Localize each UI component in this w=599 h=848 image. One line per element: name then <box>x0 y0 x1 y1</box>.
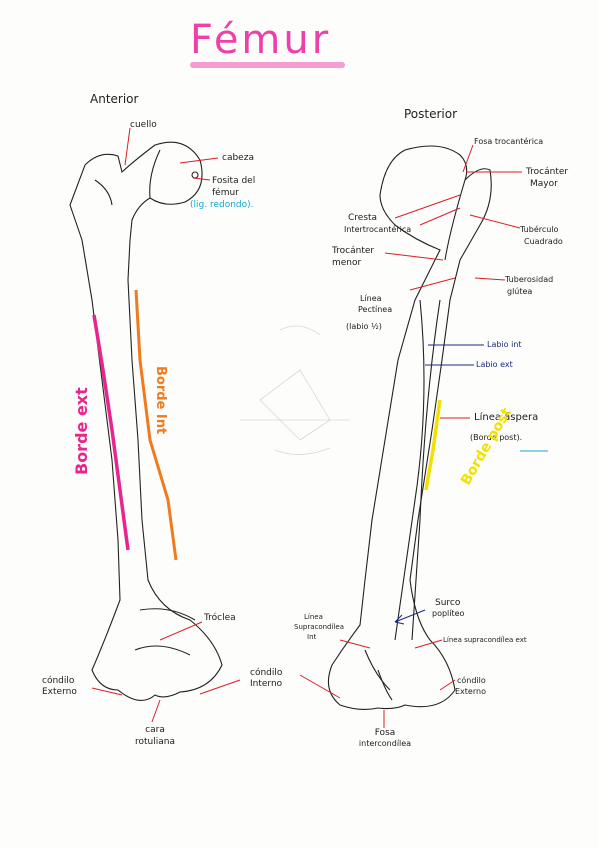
anterior-femur <box>69 141 223 701</box>
label-tuberosidad-1: Tuberosidad <box>505 275 554 284</box>
label-tuberculo-1: Tubérculo <box>520 225 559 234</box>
label-trocanter-mayor-1: Trocánter <box>526 167 569 177</box>
label-linea-aspera: Línea áspera <box>474 412 539 423</box>
borde-post-line <box>424 399 442 491</box>
posterior-view-title: Posterior <box>404 107 458 121</box>
label-borde-int: Borde Int <box>153 366 168 435</box>
label-lig-redondo: (lig. redondo). <box>190 200 254 210</box>
label-trocanter-menor-1: Trocánter <box>332 246 375 256</box>
label-condilo-ext-1: cóndilo <box>42 676 75 686</box>
label-linea-pectinea-1: Línea <box>360 294 382 303</box>
label-troclea: Tróclea <box>204 613 236 623</box>
page-title: Fémur <box>190 17 332 63</box>
label-condilo-ext-post-1: cóndilo <box>457 676 486 685</box>
label-cresta-1: Cresta <box>348 213 378 223</box>
label-linea-pectinea-2: Pectínea <box>358 305 393 314</box>
label-cabeza: cabeza <box>222 153 254 163</box>
faint-sketch <box>240 325 350 455</box>
label-trocanter-menor-2: menor <box>332 258 362 268</box>
label-condilo-ext-post-2: Externo <box>455 687 486 696</box>
label-surco-1: Surco <box>435 598 461 608</box>
posterior-femur <box>327 145 492 711</box>
label-trocanter-mayor-2: Mayor <box>530 179 558 189</box>
label-supra-int-2: Supracondílea <box>294 623 344 631</box>
label-tuberculo-2: Cuadrado <box>524 237 563 246</box>
borde-ext-line <box>92 314 130 551</box>
label-fosa-inter-2: intercondílea <box>358 739 412 748</box>
anterior-view-title: Anterior <box>90 92 139 106</box>
label-supra-ext: Línea supracondílea ext <box>443 636 527 644</box>
label-fosa-inter-1: Fosa <box>374 728 396 738</box>
label-tuberosidad-2: glútea <box>507 287 533 296</box>
navy-leaders <box>394 344 484 625</box>
label-fosita-2: fémur <box>212 188 239 198</box>
label-condilo-int-2: Interno <box>250 679 283 689</box>
label-cresta-2: Intertrocantérica <box>344 225 412 234</box>
borde-int-line <box>134 289 178 561</box>
label-cuello: cuello <box>130 120 157 130</box>
label-borde-ext: Borde ext <box>72 387 91 475</box>
leader-lines <box>91 127 522 728</box>
label-cara-2: rotuliana <box>135 737 175 747</box>
title-underline <box>190 62 345 68</box>
label-labio-int: Labio int <box>487 340 522 349</box>
label-borde-post: (Borde post). <box>470 433 523 442</box>
label-supra-int-3: Int <box>307 633 317 641</box>
label-condilo-ext-2: Externo <box>42 687 77 697</box>
label-fosita-1: Fosita del <box>212 176 256 186</box>
label-fosa-trocanterica: Fosa trocantérica <box>474 137 544 146</box>
label-supra-int-1: Línea <box>304 613 323 621</box>
label-surco-2: poplíteo <box>432 609 465 618</box>
label-labio: (labio ½) <box>346 322 382 331</box>
label-condilo-int-1: cóndilo <box>250 668 283 678</box>
label-cara-1: cara <box>145 725 165 735</box>
label-labio-ext: Labio ext <box>476 360 513 369</box>
